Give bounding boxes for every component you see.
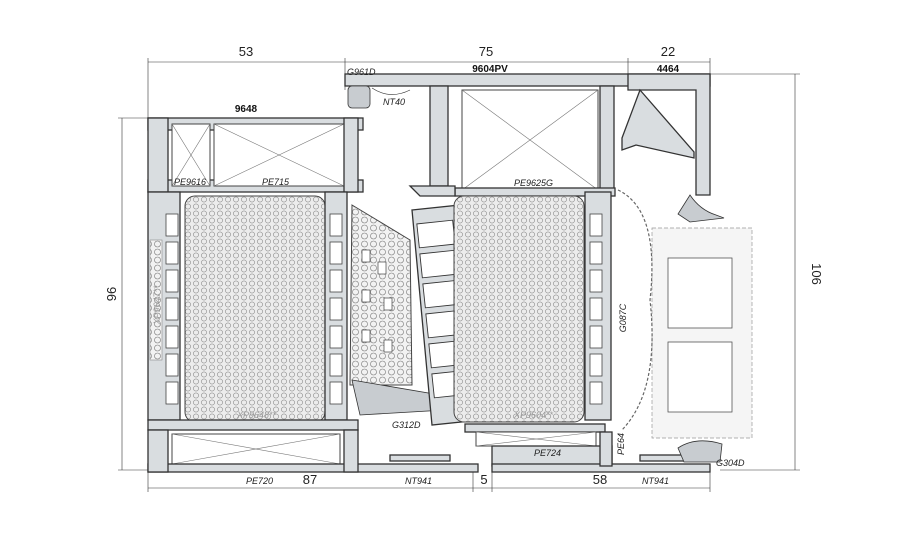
label-profile-4464: 4464 [657, 64, 680, 75]
label-NT40: NT40 [383, 97, 405, 107]
label-profile-9648: 9648 [235, 104, 258, 115]
dimension-5: 5 [480, 472, 487, 487]
label-XP9648: XP9648** [236, 410, 277, 420]
label-profile-9604PV: 9604PV [472, 64, 508, 75]
label-NT941-right: NT941 [642, 476, 669, 486]
frame-profile-9648 [147, 117, 479, 473]
label-PE9616: PE9616 [174, 177, 206, 187]
centre-reinforcement [349, 204, 446, 416]
label-G087C: G087C [618, 303, 628, 332]
label-PE64: PE64 [616, 433, 626, 455]
label-PE720: PE720 [246, 476, 273, 486]
dimension-53: 53 [239, 44, 253, 59]
dimension-87: 87 [303, 472, 317, 487]
dimension-lines [118, 58, 800, 492]
sash-profile-right [453, 189, 753, 473]
dimension-75: 75 [479, 44, 493, 59]
dimension-96: 96 [104, 287, 119, 301]
dimension-22: 22 [661, 44, 675, 59]
label-XP9604: XP9604** [513, 410, 554, 420]
label-NT941-left: NT941 [405, 476, 432, 486]
label-PE9625G: PE9625G [514, 178, 553, 188]
dimension-58: 58 [593, 472, 607, 487]
label-PE715: PE715 [262, 177, 290, 187]
label-PE724: PE724 [534, 448, 561, 458]
label-G961D: G961D [347, 67, 376, 77]
label-XP9647: XP9647** [152, 285, 162, 326]
label-G304D: G304D [716, 458, 745, 468]
label-G312D: G312D [392, 420, 421, 430]
dimension-106: 106 [809, 263, 824, 285]
frame-profile-9604PV [344, 73, 711, 197]
frame-profile-4464 [621, 73, 725, 223]
